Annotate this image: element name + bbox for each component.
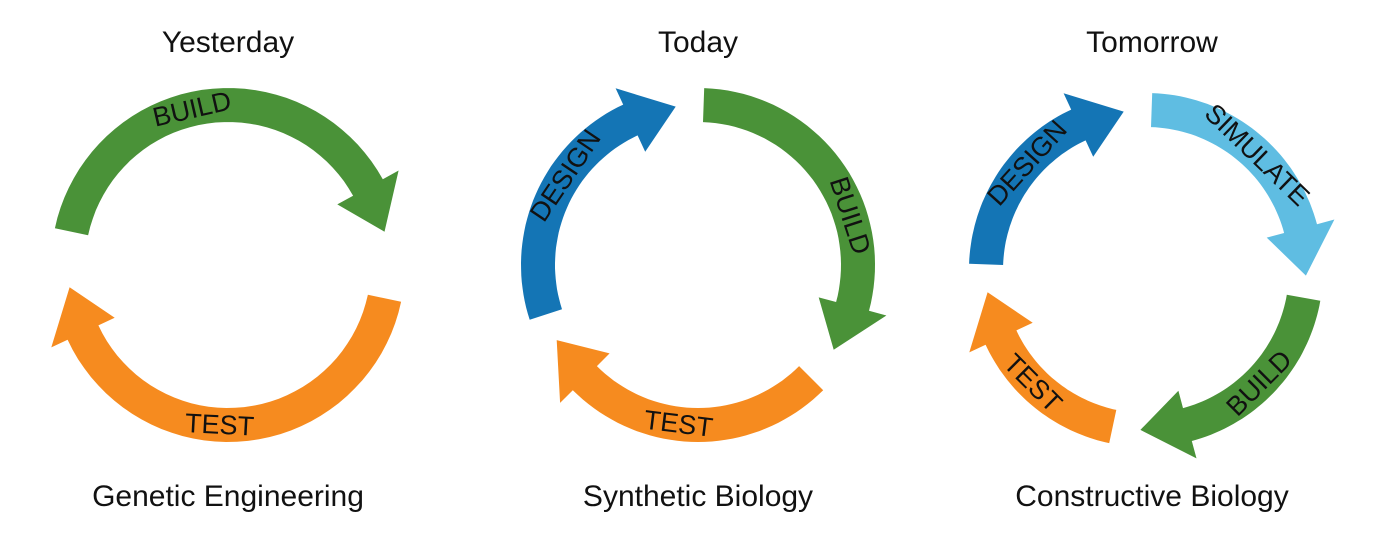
stage-arrow-test (556, 340, 824, 442)
stage-label-simulate: SIMULATE (1199, 98, 1316, 212)
stage-label-design: DESIGN (981, 114, 1073, 211)
stage-arrow-design (969, 93, 1124, 265)
stage-arrow-simulate (1151, 93, 1335, 276)
panel-heading-today: Today (657, 26, 739, 59)
stage-label-test: TEST (184, 408, 254, 442)
panel-caption-today: Synthetic Biology (582, 480, 814, 513)
stage-arrow-test (969, 292, 1117, 444)
stage-label-build: BUILD (1220, 344, 1297, 421)
stage-label-build: BUILD (824, 173, 877, 258)
panel-heading-yesterday: Yesterday (161, 26, 295, 59)
stage-arrow-design (521, 88, 676, 320)
stage-arrow-build (54, 88, 399, 236)
panel-caption-tomorrow: Constructive Biology (1015, 480, 1289, 513)
panel-caption-yesterday: Genetic Engineering (92, 480, 364, 513)
stage-arrow-build (703, 88, 887, 350)
stage-arrow-build (1140, 294, 1321, 459)
stage-arrow-test (51, 287, 402, 442)
panel-heading-tomorrow: Tomorrow (1086, 26, 1218, 59)
